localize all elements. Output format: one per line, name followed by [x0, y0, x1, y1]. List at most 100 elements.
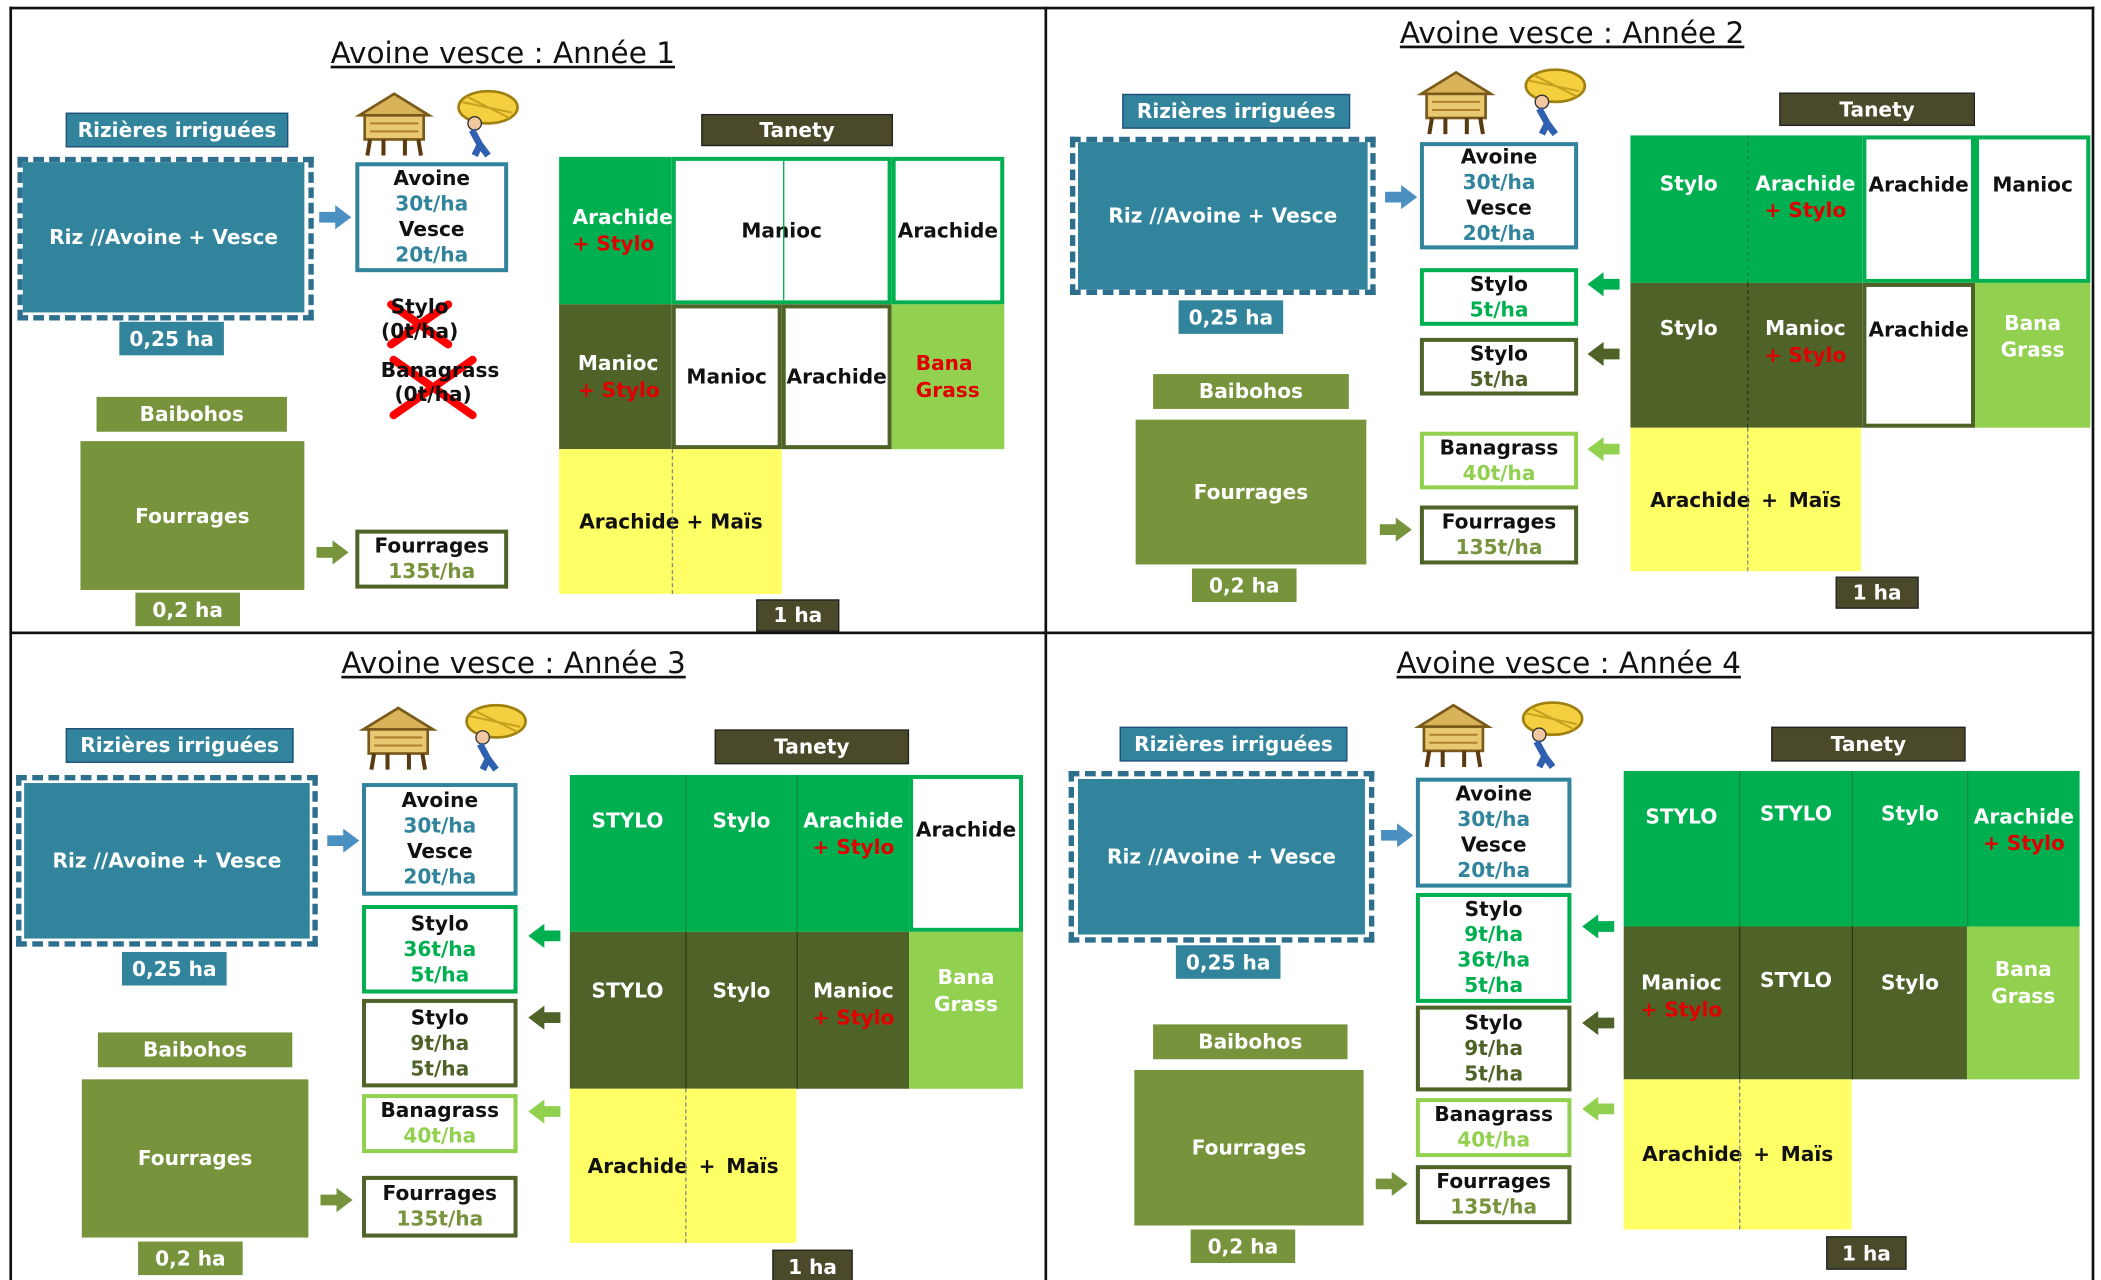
cell-text: Bana [915, 351, 973, 376]
cell-divider [1747, 427, 1749, 572]
cell-divider [685, 1088, 687, 1243]
yield-line: Stylo [1464, 896, 1523, 922]
yield-line: 9t/ha [1464, 922, 1524, 947]
cell-text: Stylo [712, 978, 771, 1003]
yield-box-2: Stylo 9t/ha 36t/ha 5t/ha [1415, 892, 1572, 1003]
yield-line: 5t/ha [410, 962, 470, 987]
cell-text: Arachide [803, 808, 904, 833]
riz-dashed-frame [1068, 770, 1375, 943]
yield-line: 9t/ha [1464, 1035, 1524, 1060]
cell-text: + Stylo [812, 835, 895, 860]
cell-text: + [1753, 1142, 1771, 1167]
yield-box-1: Avoine 30t/ha Vesce 20t/ha [1415, 777, 1572, 888]
yield-line: Fourrages [382, 1181, 498, 1206]
yield-line: 20t/ha [395, 242, 469, 267]
cell-text: Arachide [915, 817, 1017, 843]
cell-text: Arachide [1650, 487, 1751, 512]
cell-text: + Stylo [1764, 198, 1847, 223]
tanety-area-label: 1 ha [1826, 1236, 1907, 1270]
yield-line: 135t/ha [1450, 1194, 1538, 1219]
haystack-icon [358, 706, 438, 770]
farmer-carrying-hay-icon [1521, 701, 1584, 769]
crossed-out-stylo: Stylo (0t/ha) [381, 295, 459, 346]
yield-line: 20t/ha [1457, 858, 1531, 883]
yield-line: 9t/ha [410, 1030, 470, 1055]
yield-line: Vesce [1466, 195, 1532, 220]
tanety-cell: Stylo [685, 931, 797, 1089]
baibohos-header: Baibohos [1153, 1024, 1348, 1060]
tanety-cell: Arachide+ Stylo [796, 774, 910, 932]
yield-line: 36t/ha [1457, 947, 1531, 973]
cell-text: + Stylo [577, 378, 660, 403]
yield-line: 5t/ha [1464, 973, 1524, 998]
yield-box-1: Avoine 30t/ha Vesce 20t/ha [355, 162, 509, 273]
arrow-left-icon [1582, 914, 1615, 939]
rizieres-header: Rizières irriguées [65, 112, 289, 148]
tanety-cell: STYLO [1623, 770, 1740, 927]
tanety-cell: STYLO [569, 931, 686, 1089]
tanety-cell: Arachide+Maïs [1630, 427, 1862, 572]
yield-box-3: Stylo 9t/ha 5t/ha [1415, 1005, 1572, 1092]
cell-text: Stylo [1880, 801, 1939, 826]
cell-text: Grass [934, 992, 999, 1017]
cell-text: Bana [2004, 311, 2062, 336]
cell-text: Maïs [1788, 487, 1842, 512]
yield-line: Banagrass [1434, 1102, 1553, 1127]
panel-year-2: Avoine vesce : Année 2 Rizières irriguée… [0, 0, 2091, 623]
cell-text: Grass [915, 378, 980, 403]
tanety-header: Tanety [1779, 92, 1975, 127]
cell-text: + Stylo [1983, 831, 2065, 856]
tanety-cell: Stylo [1630, 282, 1748, 428]
yield-line: 5t/ha [410, 1055, 470, 1081]
yield-line: Fourrages [1436, 1169, 1551, 1194]
baibohos-header: Baibohos [96, 396, 287, 432]
yield-line: Stylo [410, 911, 469, 936]
cell-text: Manioc [1992, 172, 2073, 198]
arrow-right-icon [316, 540, 349, 565]
rizieres-header: Rizières irriguées [1119, 726, 1348, 762]
cell-text: Stylo [1659, 171, 1718, 196]
yield-line: Vesce [406, 839, 473, 864]
yield-line: Stylo [1464, 1010, 1523, 1035]
cell-text: Stylo [1880, 970, 1939, 995]
tanety-header: Tanety [1771, 726, 1966, 762]
riz-area-label: 0,25 ha [1178, 300, 1284, 334]
tanety-cell: Arachide + Maïs [559, 449, 782, 594]
cell-text: Manioc [741, 218, 822, 243]
tanety-cell: Stylo [1851, 926, 1967, 1080]
yield-box-4: Banagrass 40t/ha [1419, 431, 1579, 490]
arrow-right-icon [320, 1187, 353, 1213]
tanety-cell: Arachide+ Stylo [1747, 135, 1863, 283]
fourrages-box: Fourrages [81, 1079, 309, 1238]
yield-line: 135t/ha [388, 559, 476, 584]
yield-line: 135t/ha [396, 1206, 484, 1231]
cell-text: Arachide [572, 205, 673, 230]
panel-title: Avoine vesce : Année 2 [1399, 17, 1745, 51]
haystack-icon [1413, 703, 1494, 768]
cell-text: Arachide [1973, 804, 2075, 829]
cell-text: Arachide [1755, 171, 1856, 196]
yield-line: Stylo [410, 1004, 469, 1030]
cell-text: Arachide + Maïs [579, 509, 763, 534]
cell-text: + [698, 1153, 716, 1178]
cell-text: Grass [1991, 984, 2056, 1009]
fourrages-area-label: 0,2 ha [135, 592, 241, 627]
yield-line: Stylo [1470, 341, 1528, 366]
riz-box: Riz //Avoine + Vesce [1078, 142, 1368, 290]
cell-text: Arachide [1868, 317, 1969, 342]
crossed-line: (0t/ha) [394, 382, 472, 407]
tanety-cell: Arachide [909, 774, 1024, 932]
tanety-cell: Manioc+ Stylo [1623, 926, 1740, 1080]
tanety-cell: Arachide+ Stylo [1966, 770, 2080, 927]
yield-box-5: Fourrages 135t/ha [1415, 1165, 1572, 1225]
fourrages-area-label: 0,2 ha [1190, 1229, 1296, 1264]
yield-line: Avoine [1460, 144, 1538, 169]
haystack-icon [1416, 70, 1496, 135]
cell-text: Arachide [587, 1153, 688, 1178]
yield-line: 30t/ha [395, 191, 469, 216]
cell-divider [783, 160, 785, 301]
yield-box-5: Fourrages 135t/ha [362, 1175, 518, 1238]
tanety-area-label: 1 ha [756, 599, 840, 632]
cell-text: Manioc [686, 364, 767, 389]
